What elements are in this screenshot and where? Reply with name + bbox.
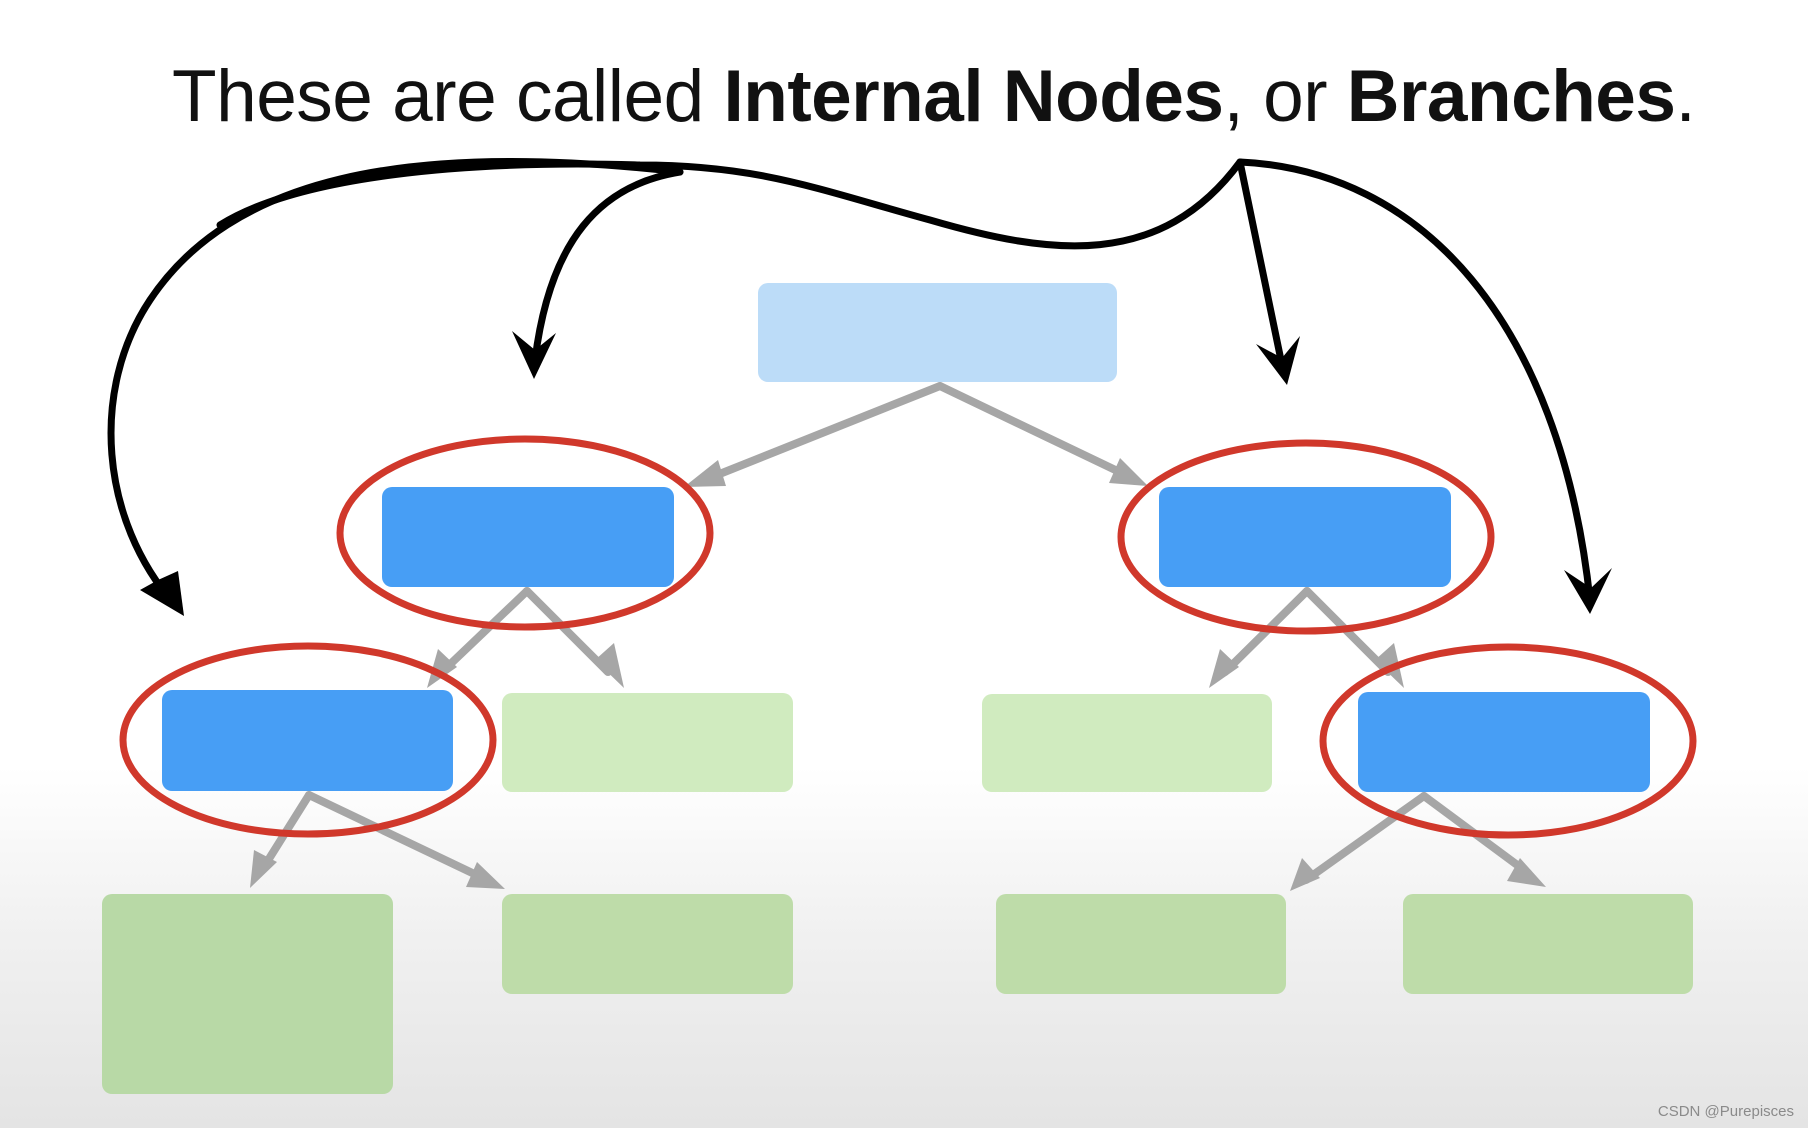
callout-arrowhead-internal-4 [1564,568,1612,614]
edge-internal-1-to-internal-3 [438,587,531,676]
caption-term-internal-nodes: Internal Nodes [723,56,1224,137]
watermark: CSDN @Purepisces [1657,1103,1794,1120]
callout-arrow-to-internal-2 [1236,158,1286,369]
edge-internal-1-to-internal-3-head [427,649,457,688]
edge-internal-2-to-leaf-4-head [1209,649,1239,688]
edge-internal-4-to-leaf-6-head [1507,858,1546,887]
caption: These are called Internal Nodes, or Bran… [172,52,1732,142]
edge-root-to-internal-1-head [684,460,726,487]
leaf-node-1 [502,693,793,792]
root-node [758,283,1117,382]
internal-node-2 [1159,487,1451,587]
tree-edges [250,382,1546,891]
leaf-node-4 [982,694,1272,792]
callout-arrowheads [140,331,1612,616]
caption-suffix: . [1675,56,1696,137]
callout-arrow-to-internal-3 [107,158,684,609]
leaf-node-6 [1403,894,1693,994]
highlight-ring-internal-3 [119,642,497,838]
caption-middle: , or [1223,56,1347,137]
callout-wave [216,158,1244,250]
edge-root-to-internal-2 [936,382,1134,481]
edge-internal-3-to-leaf-2-head [250,850,277,888]
internal-node-1 [382,487,674,587]
callout-arrowhead-internal-3 [140,571,184,616]
callout-arrow-to-internal-1 [531,168,684,364]
internal-node-3 [162,690,453,791]
leaf-node-5 [996,894,1286,994]
edge-root-to-internal-1 [698,382,944,485]
leaf-node-3 [502,894,793,994]
caption-term-branches: Branches [1346,56,1676,137]
callout-arrows [107,158,1594,609]
leaf-node-2 [102,894,393,1094]
edge-internal-1-to-leaf-1 [523,587,612,676]
callout-arrowhead-internal-2 [1256,336,1300,385]
edge-internal-4-to-leaf-5 [1302,792,1428,884]
highlight-ring-internal-2 [1117,439,1495,635]
callout-arrowhead-internal-1 [512,331,556,379]
highlight-ring-internal-1 [336,435,714,631]
edge-internal-3-to-leaf-3-head [466,862,505,889]
edge-internal-4-to-leaf-5-head [1290,858,1320,891]
edge-internal-3-to-leaf-3 [305,791,491,884]
edge-internal-1-to-leaf-1-head [595,643,624,688]
internal-node-4 [1358,692,1650,792]
highlight-rings [119,435,1697,839]
callout-arrow-to-internal-4 [1236,158,1594,604]
edge-root-to-internal-2-head [1109,458,1148,486]
caption-prefix: These are called [172,56,724,137]
highlight-ring-internal-4 [1319,643,1697,839]
tree-nodes [102,283,1693,1094]
